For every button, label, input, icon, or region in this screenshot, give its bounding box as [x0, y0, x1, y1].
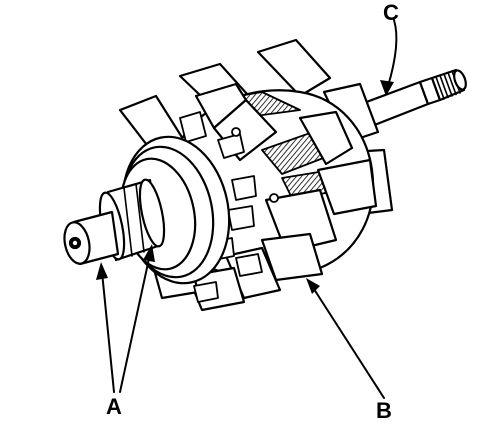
leader-a-1 — [101, 271, 115, 393]
arrowhead-a-2 — [143, 244, 155, 262]
leader-b — [311, 285, 385, 399]
leader-a-2 — [119, 253, 151, 393]
callout-arrowheads — [96, 80, 394, 294]
callout-label-c: C — [383, 0, 399, 25]
leader-c — [387, 19, 398, 87]
rotor-shaft-front — [63, 210, 120, 266]
front-claw-poles — [150, 82, 378, 312]
arrowhead-c — [380, 80, 394, 96]
callout-label-a: A — [106, 394, 122, 419]
callout-leaders — [101, 19, 398, 399]
callout-label-b: B — [376, 398, 392, 423]
arrowhead-b — [306, 278, 320, 294]
arrowhead-a-1 — [96, 262, 108, 280]
